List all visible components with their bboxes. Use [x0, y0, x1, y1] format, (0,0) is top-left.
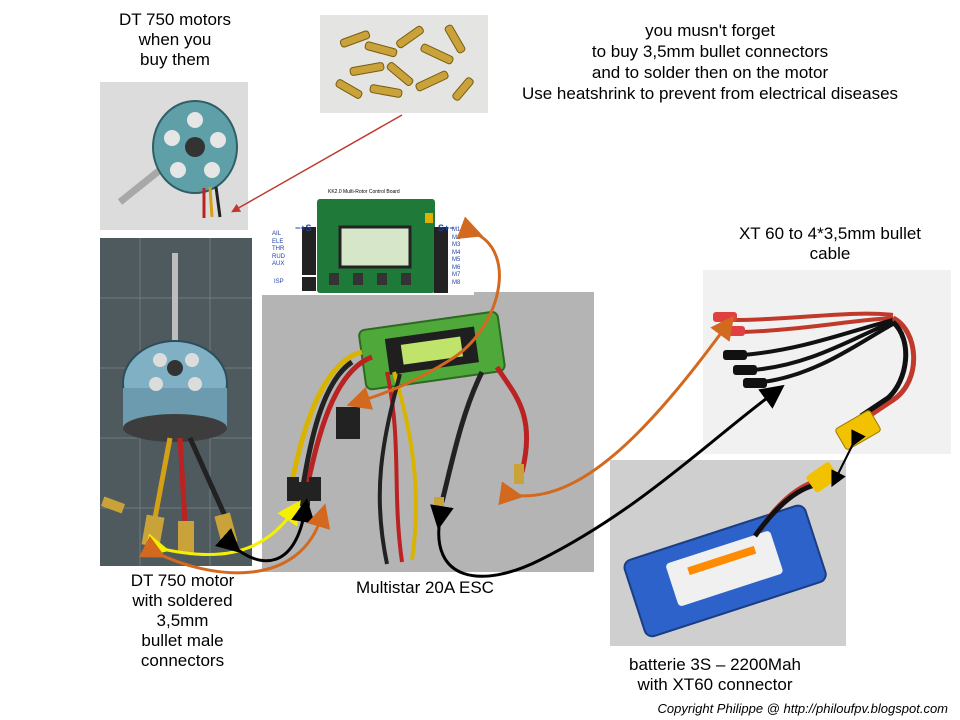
battery-illustration [610, 460, 846, 646]
xt60-cable-label: XT 60 to 4*3,5mm bullet cable [738, 224, 922, 263]
motor-soldered-illustration [100, 238, 252, 566]
kk2-input-labels: AIL ELE THR RUD AUX [272, 231, 285, 267]
motor-soldered-label: DT 750 motor with soldered 3,5mm bullet … [130, 571, 235, 670]
esc-photo [262, 292, 594, 572]
kk2-board-title: KK2.0 Multi-Rotor Control Board [328, 189, 400, 195]
battery-label: batterie 3S – 2200Mah with XT60 connecto… [628, 655, 801, 694]
bullet-connector-note: you musn't forget to buy 3,5mm bullet co… [521, 21, 899, 103]
bullet-connectors-illustration [335, 24, 474, 101]
kk2-isp-label: ISP [274, 279, 284, 285]
motor-new-photo [100, 82, 248, 230]
battery-photo [610, 460, 846, 646]
xt60-cable-photo [703, 270, 951, 454]
kk2-control-board: KK2.0 Multi-Rotor Control Board −+S S+− … [262, 185, 474, 295]
xt60-cable-illustration [713, 311, 917, 450]
kk2-output-labels: M1 M2 M3 M4 M5 M6 M7 M8 [452, 227, 461, 286]
esc-label: Multistar 20A ESC [356, 578, 494, 597]
motor-new-illustration [117, 100, 238, 218]
esc-illustration [262, 292, 594, 572]
bullet-connectors-photo [320, 15, 488, 113]
motor-new-label: DT 750 motors when you buy them [118, 10, 232, 69]
motor-soldered-photo [100, 238, 252, 566]
kk2-left-polarity: −+S [295, 223, 312, 233]
copyright-text: Copyright Philippe @ http://philoufpv.bl… [657, 701, 948, 716]
kk2-board-illustration [302, 199, 448, 293]
